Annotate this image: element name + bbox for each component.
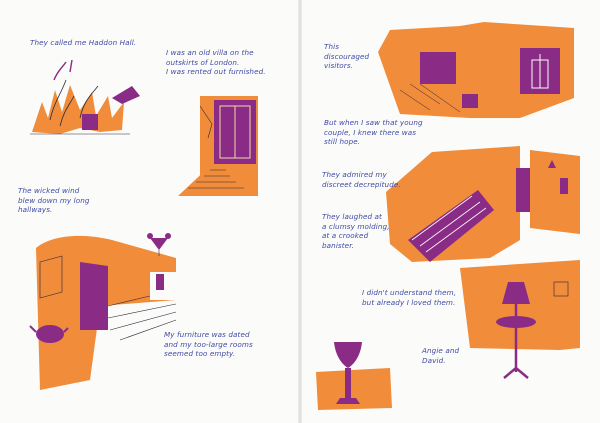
- caption-laughed: They laughed at a clumsy molding, at a c…: [322, 212, 390, 250]
- caption-furniture: My furniture was dated and my too-large …: [164, 330, 253, 358]
- caption-discouraged: This discouraged visitors.: [324, 42, 370, 70]
- goblet-illustration: [316, 342, 392, 410]
- staircase-illustration: [386, 146, 580, 262]
- caption-young-couple: But when I saw that young couple, I knew…: [324, 118, 423, 146]
- caption-old-villa: I was an old villa on the outskirts of L…: [166, 48, 266, 76]
- door-stairs-illustration: [178, 96, 258, 196]
- plant-bush-illustration: [30, 59, 140, 135]
- room-window-illustration: [378, 22, 574, 118]
- caption-angie-david: Angie and David.: [422, 346, 460, 365]
- chandelier-illustration: [147, 233, 171, 256]
- book-gutter: [298, 0, 302, 423]
- caption-loved-them: I didn't understand them, but already I …: [362, 288, 457, 307]
- table-lamp-illustration: [460, 260, 580, 379]
- caption-admired: They admired my discreet decrepitude.: [322, 170, 401, 189]
- caption-haddon-hall: They called me Haddon Hall.: [30, 38, 137, 47]
- hallway-illustration: [29, 235, 177, 390]
- caption-wicked-wind: The wicked wind blew down my long hallwa…: [18, 186, 90, 214]
